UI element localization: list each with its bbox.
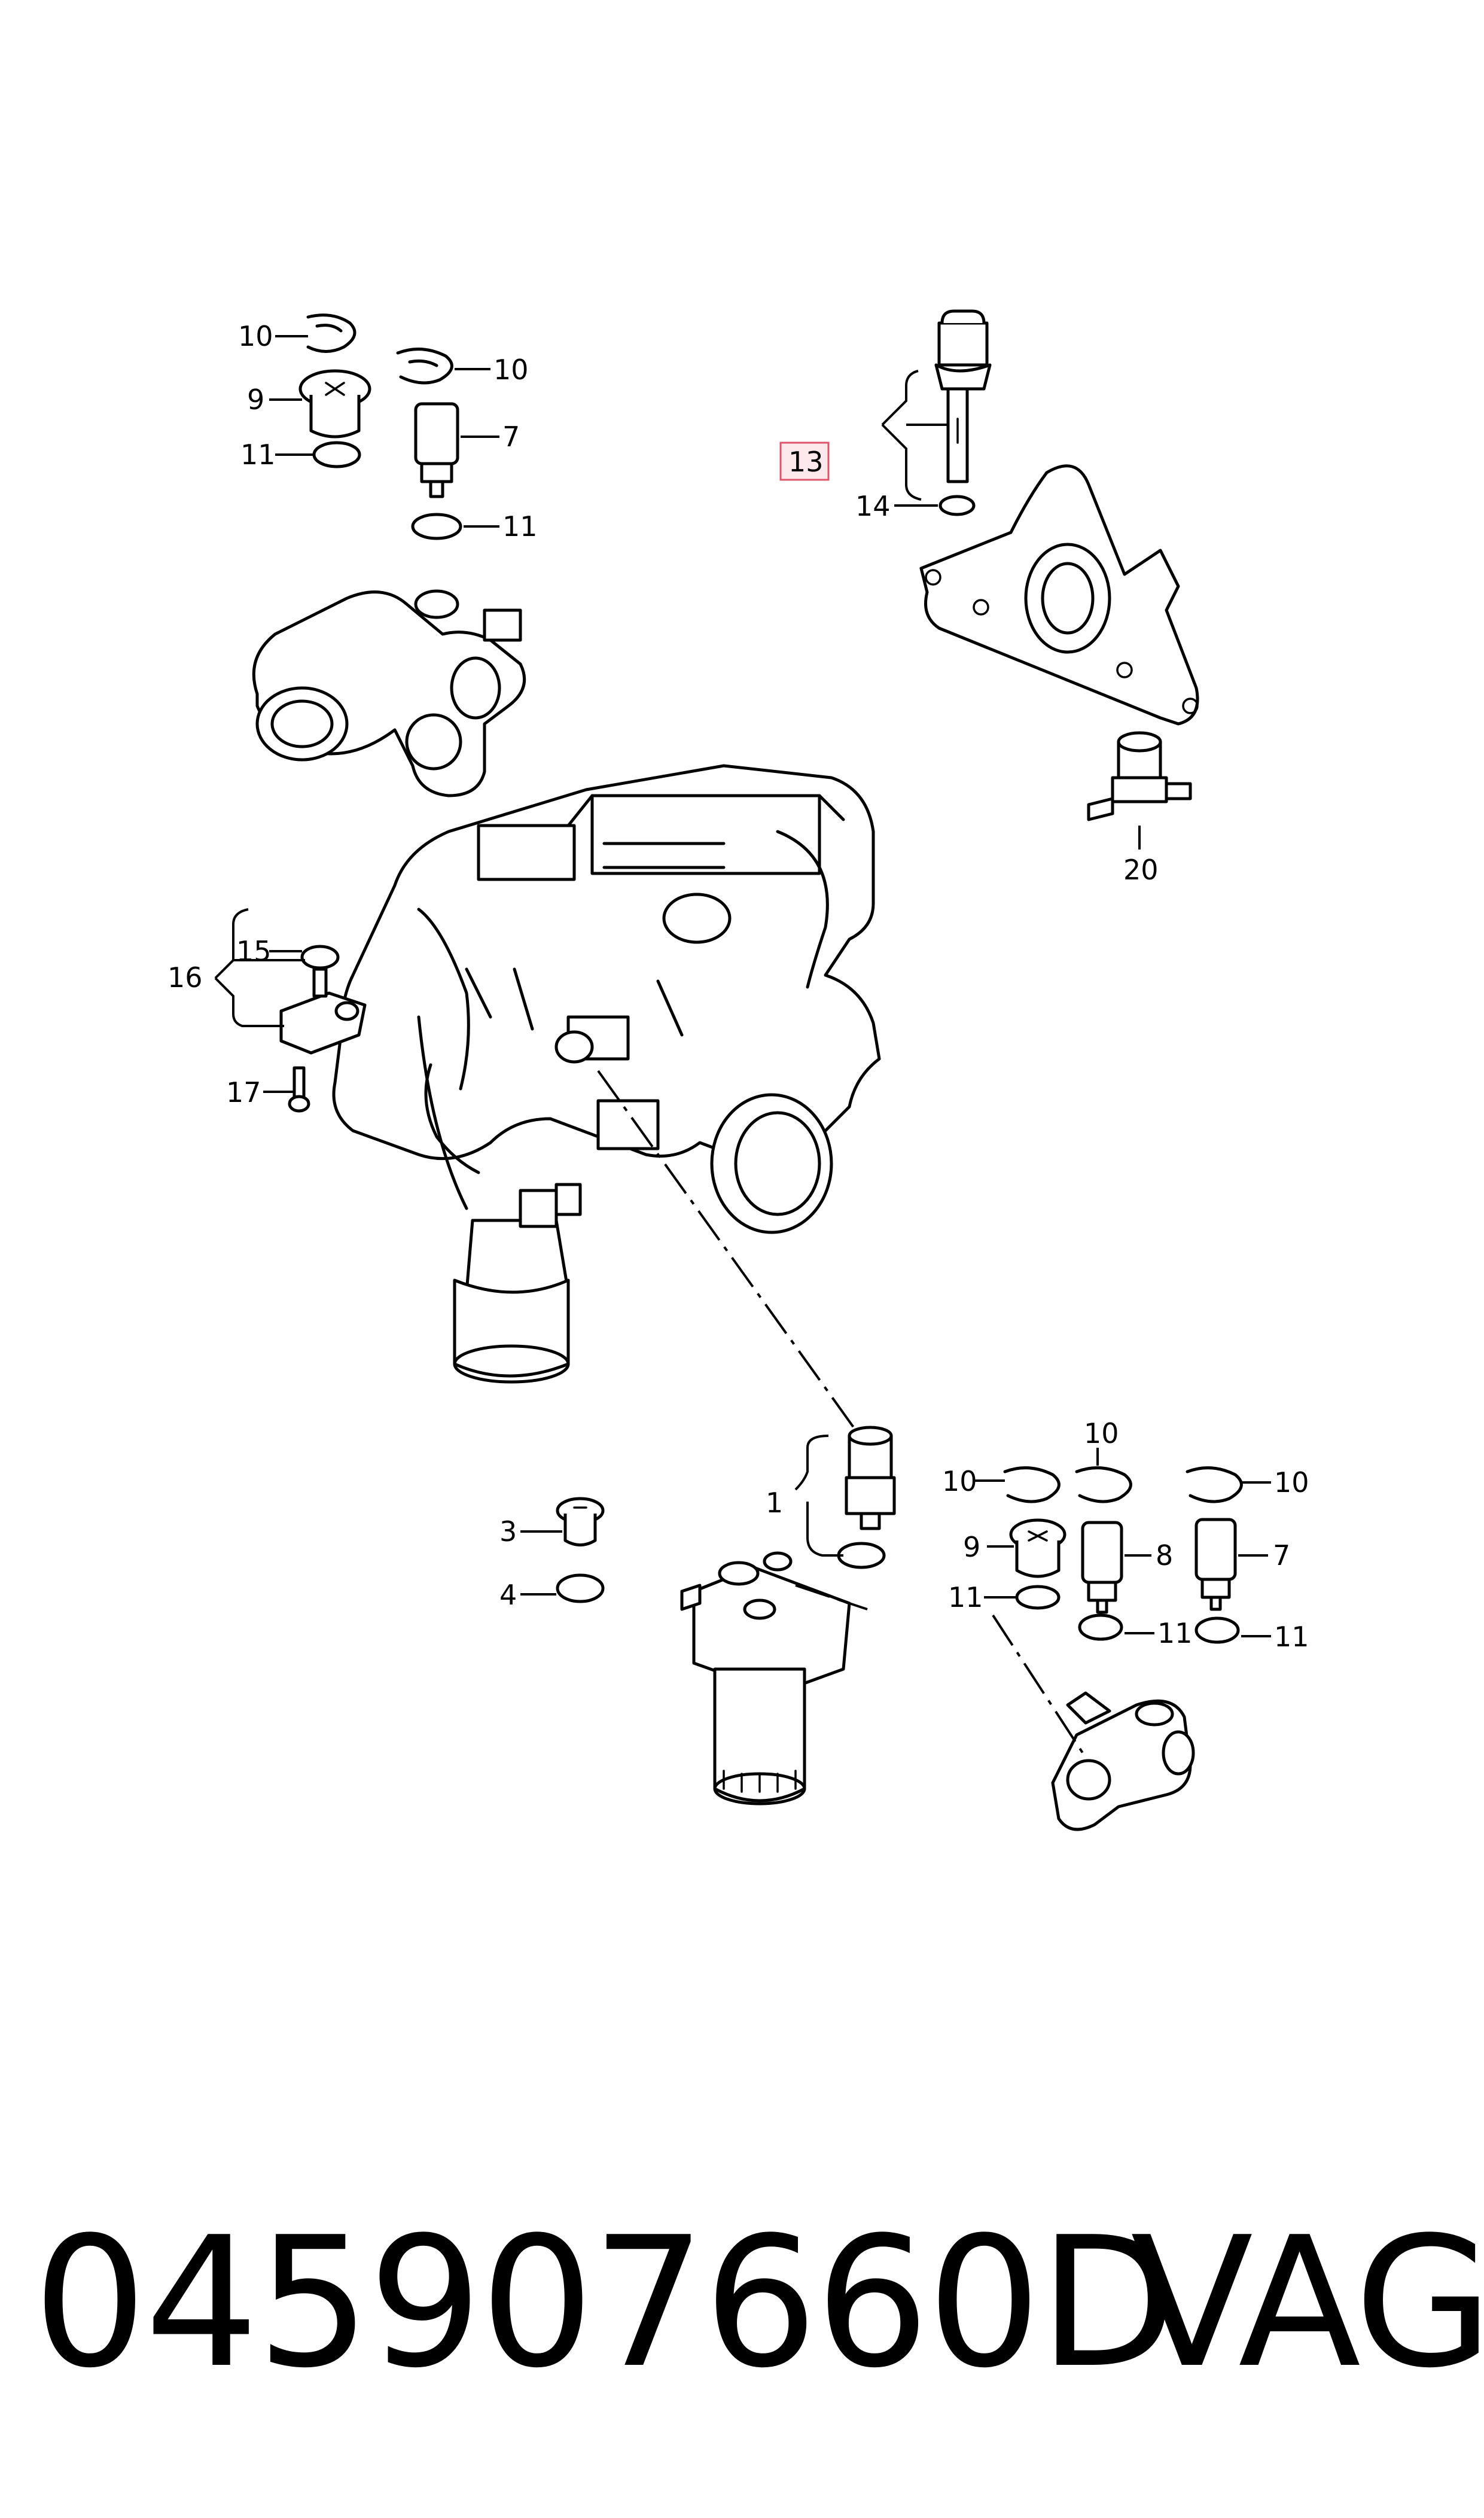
seal-ring-part-11-e xyxy=(1194,1616,1240,1644)
seal-ring-part-11-c xyxy=(1015,1585,1061,1610)
coolant-pipe-connector xyxy=(1051,1691,1195,1831)
coolant-flange xyxy=(252,589,526,797)
leader-lines xyxy=(214,335,1271,1637)
callout-4: 4 xyxy=(499,1579,517,1611)
callout-10-b: 10 xyxy=(493,354,529,386)
callout-7-b: 7 xyxy=(1273,1539,1290,1572)
clip-part-10-a xyxy=(306,313,356,353)
part-number: 045907660D xyxy=(33,2199,1177,2407)
highlight-box-part-13 xyxy=(779,442,830,481)
callout-15: 15 xyxy=(236,935,272,967)
clip-part-10-e xyxy=(1186,1466,1243,1503)
pressure-switch-part-1 xyxy=(845,1426,896,1530)
sensor-part-16 xyxy=(279,967,367,1055)
callout-7-a: 7 xyxy=(502,421,520,453)
callout-9-b: 9 xyxy=(963,1531,980,1563)
seal-ring-part-11-a xyxy=(312,441,361,468)
temp-sensor-part-7-a xyxy=(414,402,459,498)
seal-ring-part-4 xyxy=(556,1573,605,1603)
callout-10-e: 10 xyxy=(1274,1466,1309,1499)
callout-10-c: 10 xyxy=(942,1465,977,1497)
clip-part-10-d xyxy=(1075,1466,1132,1503)
callout-20: 20 xyxy=(1123,854,1159,886)
callout-8: 8 xyxy=(1156,1539,1173,1572)
callout-10-d: 10 xyxy=(1084,1417,1119,1450)
callout-14: 14 xyxy=(855,490,891,522)
callout-10-a: 10 xyxy=(238,320,273,352)
callout-1: 1 xyxy=(766,1487,783,1519)
callout-16: 16 xyxy=(167,961,203,994)
callout-11-b: 11 xyxy=(502,510,538,543)
assembly-line-seal-to-connector xyxy=(992,1614,1084,1754)
callout-11-d: 11 xyxy=(1157,1617,1193,1649)
plug-part-9-a xyxy=(298,369,371,439)
engine-block xyxy=(332,764,881,1384)
seal-ring-part-11-d xyxy=(1078,1613,1123,1641)
clip-part-10-c xyxy=(1003,1466,1061,1503)
clip-part-10-b xyxy=(396,348,453,385)
sealing-flange xyxy=(919,464,1199,726)
callout-9-a: 9 xyxy=(247,383,264,416)
callout-3: 3 xyxy=(499,1515,517,1548)
seal-ring-part-1 xyxy=(837,1542,886,1569)
callout-11-a: 11 xyxy=(240,439,276,471)
callout-17: 17 xyxy=(226,1076,261,1109)
callout-13: 13 xyxy=(788,446,824,478)
callout-11-c: 11 xyxy=(948,1581,983,1613)
seal-ring-part-11-b xyxy=(411,513,462,540)
sensor-part-13 xyxy=(934,309,992,483)
plug-part-3 xyxy=(556,1497,605,1546)
oil-filter-housing xyxy=(680,1551,851,1805)
assembly-line-engine-to-switch xyxy=(597,1070,857,1431)
brand-name: VAG xyxy=(1130,2199,1484,2407)
temp-sensor-part-7-b xyxy=(1194,1518,1237,1611)
callout-11-e: 11 xyxy=(1274,1621,1309,1653)
pressure-sensor-part-20 xyxy=(1087,731,1192,821)
assembly-line-filter-to-switch xyxy=(795,1584,868,1610)
plug-part-9-b xyxy=(1009,1518,1066,1578)
temp-sensor-part-8 xyxy=(1081,1521,1123,1614)
footer: 045907660D VAG xyxy=(0,2213,1484,2465)
bolt-part-17 xyxy=(288,1066,310,1113)
seal-ring-part-14 xyxy=(938,495,976,516)
seal-ring-part-15 xyxy=(300,945,340,970)
